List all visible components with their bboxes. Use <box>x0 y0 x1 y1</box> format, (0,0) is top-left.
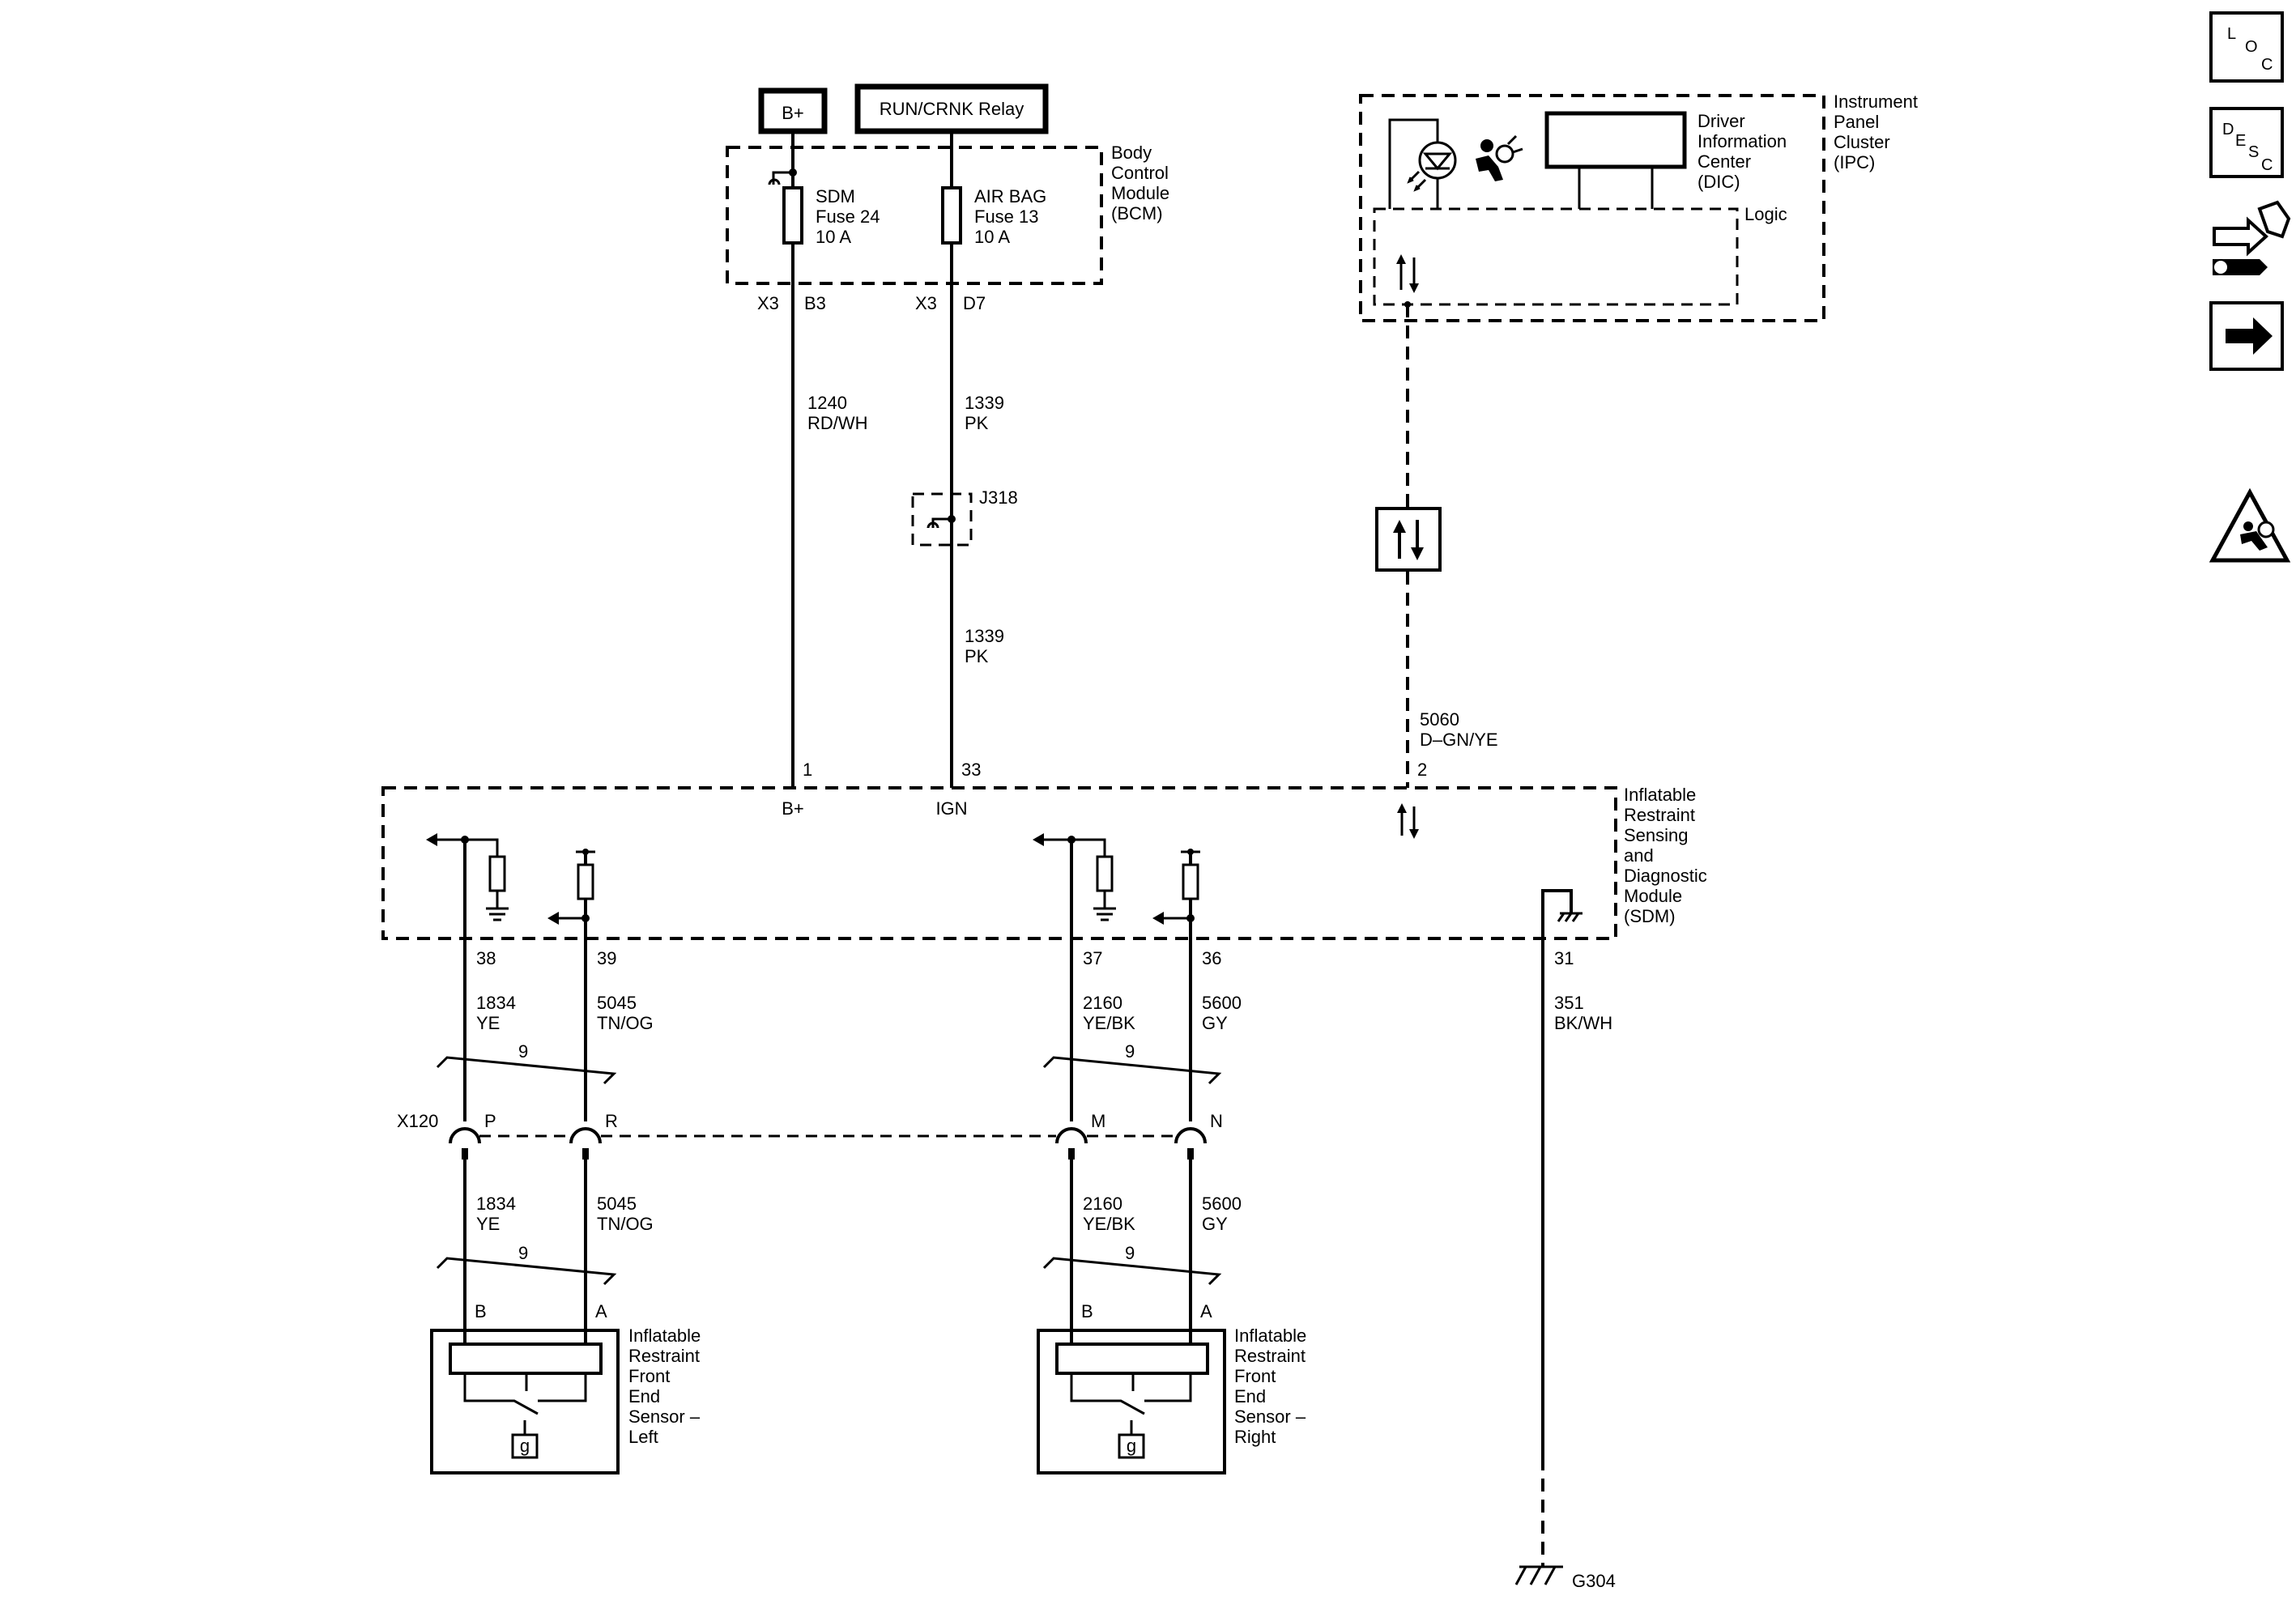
airbag-indicator-lamp-icon <box>1388 118 1523 209</box>
sdm-bplus-input: B+ <box>782 798 804 819</box>
bcm-connector-x3-left: X3 <box>757 293 779 313</box>
sensor-right-label: Inflatable Restraint Front End Sensor – … <box>1234 1326 1311 1447</box>
sdm-left-sensor-circuit <box>426 833 595 1121</box>
bcm-connector-x3-right: X3 <box>915 293 937 313</box>
run-crnk-relay-label: RUN/CRNK Relay <box>880 99 1024 119</box>
sdm-pin-2: 2 <box>1417 760 1427 780</box>
sdm-pin-36: 36 <box>1202 948 1221 968</box>
wire-2160-upper-label: 2160 YE/BK <box>1083 993 1135 1033</box>
sdm-ground-circuit <box>1541 889 1582 1457</box>
wire-351-label: 351 BK/WH <box>1554 993 1612 1033</box>
front-end-sensor-right[interactable]: g <box>1037 1329 1226 1474</box>
desc-icon-e: E <box>2235 132 2246 150</box>
bcm-label: Body Control Module (BCM) <box>1111 143 1174 223</box>
sdm-pin-1: 1 <box>803 760 812 780</box>
twist-right-lower-label: 9 <box>1125 1243 1135 1263</box>
sensor-left-label: Inflatable Restraint Front End Sensor – … <box>628 1326 705 1447</box>
bcm-pin-d7: D7 <box>963 293 986 313</box>
bcm-pin-b3: B3 <box>804 293 826 313</box>
loc-icon-c: C <box>2261 56 2273 74</box>
ipc-label: Instrument Panel Cluster (IPC) <box>1834 91 1923 172</box>
bplus-source-label: B+ <box>782 103 804 123</box>
airbag-fuse-13[interactable] <box>941 186 962 245</box>
sdm-pin-37: 37 <box>1083 948 1102 968</box>
sdm-pin-31: 31 <box>1554 948 1574 968</box>
desc-icon-d: D <box>2222 121 2234 138</box>
wire-5600-lower-label: 5600 GY <box>1202 1194 1246 1234</box>
connector-x120-label: X120 <box>397 1111 438 1131</box>
airbag-fuse-label: AIR BAG Fuse 13 10 A <box>974 186 1051 247</box>
wire-1339-label-lower: 1339 PK <box>965 626 1009 666</box>
connector-repair-icon[interactable] <box>2213 200 2291 275</box>
sdm-fuse-label: SDM Fuse 24 10 A <box>816 186 885 247</box>
splice-j318[interactable] <box>911 492 973 547</box>
twist-right-upper-label: 9 <box>1125 1041 1135 1062</box>
connector-pin-r: R <box>605 1111 618 1131</box>
wire-1240-label: 1240 RD/WH <box>807 393 868 433</box>
sensor-right-pin-b: B <box>1081 1301 1093 1321</box>
wire-1339-label-upper: 1339 PK <box>965 393 1009 433</box>
wire-1834-lower-label: 1834 YE <box>476 1194 521 1234</box>
wire-2160-lower-label: 2160 YE/BK <box>1083 1194 1135 1234</box>
sdm-ign-input: IGN <box>935 798 967 819</box>
body-control-module[interactable] <box>726 146 1103 285</box>
ground-g304-label: G304 <box>1572 1571 1616 1591</box>
loc-icon[interactable]: L O C <box>2209 11 2284 83</box>
loc-icon-o: O <box>2245 38 2258 56</box>
desc-icon-c: C <box>2261 156 2273 174</box>
front-end-sensor-left[interactable]: g <box>430 1329 620 1474</box>
sdm-right-sensor-circuit <box>1033 833 1200 1121</box>
desc-icon[interactable]: D E S C <box>2209 107 2284 178</box>
sensor-left-pin-b: B <box>475 1301 487 1321</box>
loc-icon-l: L <box>2227 25 2236 43</box>
sdm-pin-39: 39 <box>597 948 616 968</box>
ipc-logic-block[interactable] <box>1373 207 1739 306</box>
sdm-pin-38: 38 <box>476 948 496 968</box>
wire-5600-upper-label: 5600 GY <box>1202 993 1246 1033</box>
connector-pin-n: N <box>1210 1111 1223 1131</box>
sdm-pin-33: 33 <box>961 760 981 780</box>
sensor-left-pin-a: A <box>595 1301 607 1321</box>
sensing-diagnostic-module[interactable] <box>381 786 1617 940</box>
next-arrow-icon[interactable] <box>2209 301 2284 371</box>
twisted-pair-mark-right-lower <box>1042 1257 1222 1286</box>
dic-label: Driver Information Center (DIC) <box>1698 111 1791 192</box>
twisted-pair-mark-left-lower <box>436 1257 617 1286</box>
airbag-warning-icon[interactable] <box>2209 487 2291 563</box>
sensor-right-g-icon: g <box>1127 1436 1136 1456</box>
splice-j318-label: J318 <box>979 487 1018 508</box>
ipc-serial-data-icon <box>1396 254 1419 293</box>
sensor-right-pin-a: A <box>1200 1301 1212 1321</box>
connector-pin-p: P <box>484 1111 496 1131</box>
wire-5060-label: 5060 D–GN/YE <box>1420 709 1498 750</box>
twisted-pair-mark-right-upper <box>1042 1056 1222 1085</box>
ground-g304[interactable] <box>1514 1457 1563 1585</box>
sdm-label: Inflatable Restraint Sensing and Diagnos… <box>1624 785 1712 926</box>
driver-information-center[interactable] <box>1544 111 1687 209</box>
run-crnk-relay-box[interactable]: RUN/CRNK Relay <box>854 83 1049 134</box>
twist-left-upper-label: 9 <box>518 1041 528 1062</box>
desc-icon-s: S <box>2248 143 2259 161</box>
wire-5045-lower-label: 5045 TN/OG <box>597 1194 654 1234</box>
connector-x120[interactable] <box>449 1127 1207 1160</box>
sdm-serial-data-icon <box>1397 803 1419 839</box>
wire-1834-upper-label: 1834 YE <box>476 993 521 1033</box>
instrument-panel-cluster[interactable] <box>1359 94 1825 322</box>
wire-5045-upper-label: 5045 TN/OG <box>597 993 654 1033</box>
sensor-left-g-icon: g <box>520 1436 530 1456</box>
bplus-source-box[interactable]: B+ <box>758 87 828 134</box>
serial-data-symbol-icon[interactable] <box>1375 507 1442 572</box>
sdm-fuse-24[interactable] <box>782 186 803 245</box>
twisted-pair-mark-left-upper <box>436 1056 617 1085</box>
twist-left-lower-label: 9 <box>518 1243 528 1263</box>
ipc-logic-label: Logic <box>1744 204 1787 224</box>
connector-pin-m: M <box>1091 1111 1105 1131</box>
